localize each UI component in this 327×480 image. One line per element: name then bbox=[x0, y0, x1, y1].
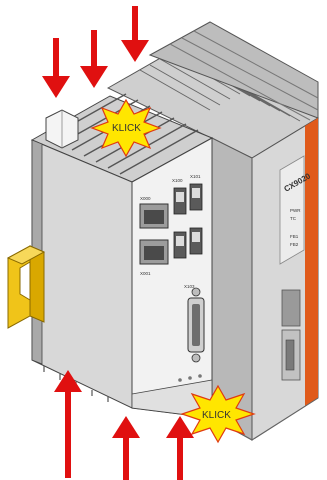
arrow-down-3 bbox=[121, 6, 149, 62]
arrow-down-1 bbox=[42, 38, 70, 98]
port-x000-label: X000 bbox=[140, 196, 151, 201]
port-x101-label: X101 bbox=[190, 174, 201, 179]
accent-stripe bbox=[305, 118, 318, 406]
module-latch bbox=[46, 110, 78, 148]
arrow-down-2 bbox=[80, 30, 108, 88]
led-fb2-label: FB2 bbox=[290, 242, 299, 247]
klick-label-top: KLICK bbox=[112, 123, 141, 134]
arrow-up-2 bbox=[112, 416, 140, 480]
port-x100-label: X100 bbox=[172, 178, 183, 183]
port-x103-label: X103 bbox=[184, 284, 195, 289]
arrow-up-1 bbox=[54, 370, 82, 478]
klick-burst-top: KLICK bbox=[92, 100, 160, 156]
arrow-up-3 bbox=[166, 416, 194, 480]
klick-burst-bottom: KLICK bbox=[182, 386, 254, 442]
led-tc-label: TC bbox=[290, 216, 297, 221]
led-fb1-label: FB1 bbox=[290, 234, 299, 239]
port-x001-label: X001 bbox=[140, 271, 151, 276]
card-slot bbox=[282, 290, 300, 326]
klick-label-bottom: KLICK bbox=[202, 410, 231, 421]
din-rail-clip bbox=[8, 246, 44, 328]
led-pwr-label: PWR bbox=[290, 208, 301, 213]
